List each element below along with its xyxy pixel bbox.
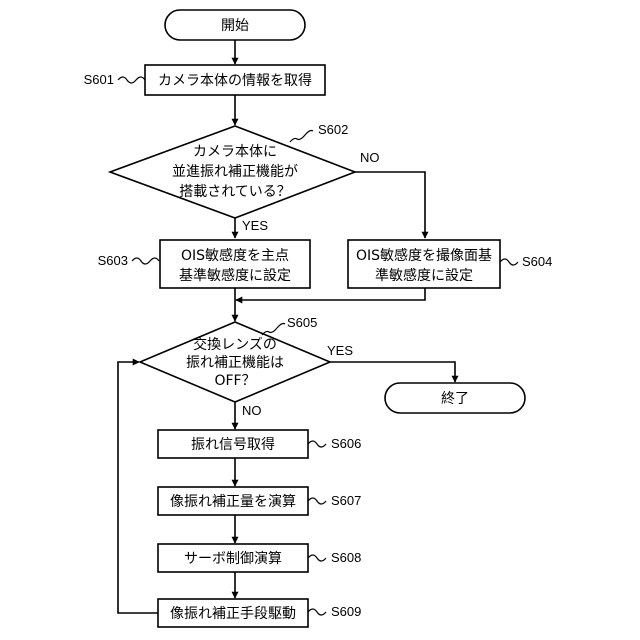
s604-line-1: OIS敏感度を撮像面基: [356, 247, 492, 264]
s607-step-id: S607: [331, 493, 361, 508]
s602-line-1: カメラ本体に: [193, 144, 277, 160]
s601-step-id: S601: [84, 72, 114, 87]
s605-step-id: S605: [287, 315, 317, 330]
s608-step-id: S608: [331, 550, 361, 565]
s604-step-id: S604: [522, 254, 552, 269]
s605-line-1: 交換レンズの: [193, 336, 277, 353]
s605-yes-label: YES: [327, 343, 353, 358]
s603-line-1: OIS敏感度を主点: [181, 247, 289, 264]
s604-leader: [500, 259, 518, 265]
s603-line-2: 基準敏感度に設定: [179, 267, 291, 284]
s601-text: カメラ本体の情報を取得: [158, 72, 312, 89]
end-terminal-label: 終了: [441, 391, 469, 407]
s605-line-3: OFF？: [214, 373, 255, 389]
arrow-loop-back: [118, 362, 158, 613]
s609-leader: [308, 609, 326, 615]
s606-leader: [308, 441, 326, 447]
s607-leader: [308, 498, 326, 504]
s602-step-id: S602: [318, 122, 348, 137]
s605-no-label: NO: [242, 403, 262, 418]
s605-line-2: 振れ補正機能は: [186, 355, 284, 371]
s606-text: 振れ信号取得: [191, 436, 275, 453]
s603-step-id: S603: [98, 253, 128, 268]
s608-leader: [308, 555, 326, 561]
s602-line-2: 並進振れ補正機能が: [172, 164, 298, 180]
s606-step-id: S606: [331, 436, 361, 451]
arrow-s602-no: [355, 172, 425, 238]
s607-text: 像振れ補正量を演算: [170, 494, 296, 510]
s601-leader: [118, 77, 145, 83]
s605-leader: [262, 324, 285, 336]
s608-text: サーボ制御演算: [184, 551, 282, 567]
s609-text: 像振れ補正手段駆動: [170, 606, 296, 622]
s602-no-label: NO: [360, 150, 380, 165]
s609-step-id: S609: [331, 604, 361, 619]
arrow-s604-merge: [236, 288, 425, 300]
s602-yes-label: YES: [242, 218, 268, 233]
s602-leader: [290, 131, 313, 143]
start-terminal-label: 開始: [221, 18, 249, 34]
s604-line-2: 準敏感度に設定: [375, 267, 473, 284]
s602-line-3: 搭載されている？: [179, 184, 291, 200]
s603-leader: [132, 258, 159, 264]
arrow-s605-yes: [330, 362, 455, 382]
